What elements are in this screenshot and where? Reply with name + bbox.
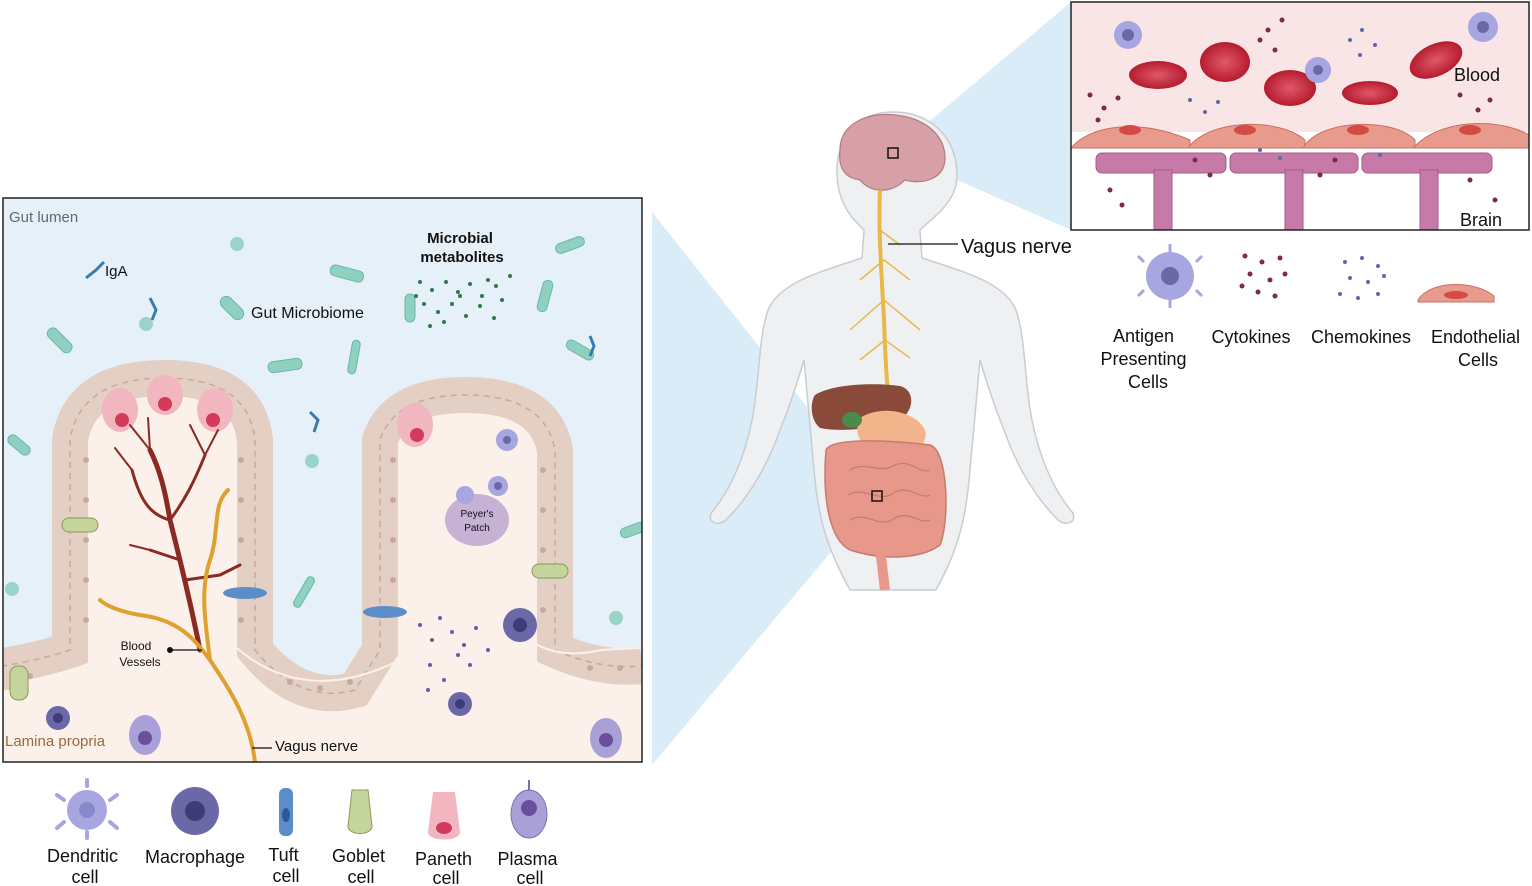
brain-vascular-feet xyxy=(1095,152,1493,230)
gut-microbiome-bacteria xyxy=(7,236,642,608)
iga-antibodies xyxy=(85,260,596,433)
legend-goblet-line2: cell xyxy=(347,867,374,886)
paneth-cells xyxy=(102,375,433,447)
small-microbes xyxy=(5,237,623,625)
blood-vessels xyxy=(114,417,242,653)
human-body-figure: Vagus nerve xyxy=(709,111,1075,591)
peyers-patch-label-line2: Patch xyxy=(464,523,490,534)
legend-antigen-presenting-line1: Antigen xyxy=(1113,326,1174,346)
svg-text:Antigen Presenting: Antigen Presenting Cells xyxy=(1100,326,1191,392)
svg-text:Dendritic cell: Dendritic cell xyxy=(47,846,123,886)
microbial-metabolites xyxy=(414,274,512,328)
macrophage-icon xyxy=(171,787,219,835)
legend-endothelial-line2: Cells xyxy=(1458,350,1498,370)
endothelial-cell-icon xyxy=(1417,284,1495,303)
legend-dendritic-line1: Dendritic xyxy=(47,846,118,866)
legend-paneth-line1: Paneth xyxy=(415,849,472,869)
legend-macrophage: Macrophage xyxy=(145,847,245,867)
tuft-cell-icon xyxy=(279,788,293,836)
legend-antigen-presenting-line2: Presenting xyxy=(1100,349,1186,369)
blood-antigen-presenting-cells xyxy=(1114,12,1498,83)
lamina-propria-label: Lamina propria xyxy=(5,733,106,750)
peyers-patch-label-line1: Peyer's xyxy=(460,509,493,520)
tuft-cells xyxy=(223,587,407,618)
gut-panel: Gut lumen Lamina propria IgA Gut Microbi… xyxy=(3,198,642,762)
brain-zoom-marker xyxy=(887,147,899,159)
legend-tuft-line2: cell xyxy=(272,866,299,886)
brain-zoom-projection xyxy=(893,2,1071,230)
bottom-legend: Dendritic cell Macrophage Tuft cell Gobl… xyxy=(47,778,562,886)
immune-cells xyxy=(46,429,622,758)
svg-text:Goblet cell: Goblet cell xyxy=(332,846,390,886)
antigen-presenting-cell-icon xyxy=(1136,244,1204,308)
iga-label: IgA xyxy=(105,263,128,280)
svg-text:Plasma cell: Plasma cell xyxy=(497,849,562,886)
legend-paneth-line2: cell xyxy=(432,868,459,886)
gut-cytokines xyxy=(418,616,490,692)
bbb-cytokines xyxy=(1087,17,1498,208)
gut-lumen-label: Gut lumen xyxy=(9,209,78,226)
body-vagus-nerve-label: Vagus nerve xyxy=(961,236,1072,258)
right-legend: Antigen Presenting Cells Cytokines Chemo… xyxy=(1100,244,1525,392)
legend-antigen-presenting-line3: Cells xyxy=(1128,372,1168,392)
gut-zoom-projection xyxy=(652,212,878,765)
goblet-cell-icon xyxy=(347,789,373,834)
legend-goblet-line1: Goblet xyxy=(332,846,385,866)
blood-brain-barrier-panel: Blood Brain xyxy=(1071,2,1529,230)
paneth-cell-icon xyxy=(428,792,460,840)
cytokines-icon xyxy=(1239,253,1288,299)
bbb-chemokines xyxy=(1188,28,1382,160)
dendritic-cell-icon xyxy=(55,778,119,840)
svg-text:Paneth cell: Paneth cell xyxy=(415,849,477,886)
plasma-cell-icon xyxy=(510,780,548,839)
goblet-cells xyxy=(9,517,569,701)
svg-text:Tuft cell: Tuft cell xyxy=(268,845,303,886)
legend-tuft-line1: Tuft xyxy=(268,845,298,865)
gut-zoom-marker xyxy=(871,490,883,502)
microbial-metabolites-label-line1: Microbial xyxy=(427,230,493,247)
gut-microbiome-label: Gut Microbiome xyxy=(251,305,364,322)
blood-label: Blood xyxy=(1454,65,1500,85)
epithelial-cells xyxy=(27,457,623,691)
chemokines-icon xyxy=(1338,256,1386,300)
legend-dendritic-line2: cell xyxy=(71,867,98,886)
blood-vessels-label-line1: Blood xyxy=(121,639,152,653)
gut-vagus-nerve xyxy=(98,488,257,762)
legend-plasma-line2: cell xyxy=(516,868,543,886)
gut-vagus-nerve-label: Vagus nerve xyxy=(275,738,358,755)
legend-endothelial-line1: Endothelial xyxy=(1431,327,1520,347)
gut-panel-frame xyxy=(2,197,643,763)
legend-plasma-line1: Plasma xyxy=(497,849,558,869)
microbial-metabolites-label-line2: metabolites xyxy=(420,249,503,266)
legend-chemokines: Chemokines xyxy=(1311,327,1411,347)
peyers-patch xyxy=(445,494,509,546)
red-blood-cells xyxy=(1129,41,1463,106)
brain-label: Brain xyxy=(1460,210,1502,230)
svg-text:Endothelial Cells: Endothelial Cells xyxy=(1431,327,1525,370)
endothelial-layer xyxy=(1071,123,1529,149)
blood-vessels-label-line2: Vessels xyxy=(119,655,160,669)
legend-cytokines: Cytokines xyxy=(1211,327,1290,347)
bbb-panel-frame xyxy=(1070,1,1530,231)
